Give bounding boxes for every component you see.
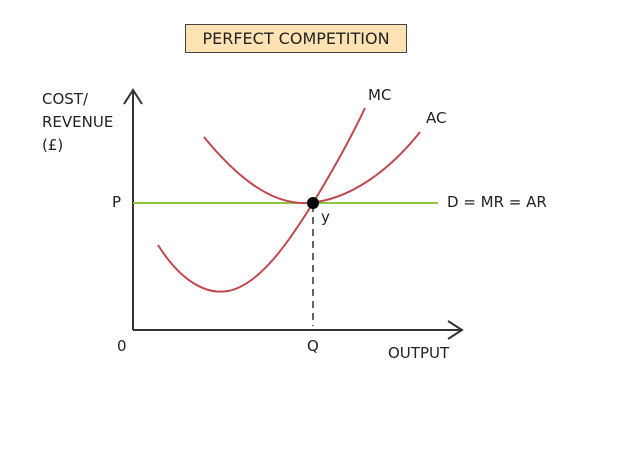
price-label: P: [112, 193, 122, 211]
y-label-line: REVENUE: [42, 113, 114, 131]
x-axis-label: OUTPUT: [388, 344, 450, 362]
y-axis: [123, 88, 143, 330]
y-label-line: (£): [42, 136, 64, 154]
demand-label: D = MR = AR: [447, 193, 547, 211]
mc-label: MC: [368, 86, 392, 104]
ac-curve: [203, 131, 421, 205]
ac-label: AC: [426, 109, 447, 127]
mc-curve: [157, 107, 366, 293]
y-axis-label: COST/ REVENUE (£): [42, 88, 113, 157]
point-label: y: [321, 208, 330, 226]
equilibrium-point: [307, 197, 319, 209]
x-axis: [133, 320, 464, 340]
y-label-line: COST/: [42, 90, 89, 108]
origin-label: 0: [117, 337, 127, 355]
quantity-label: Q: [307, 337, 319, 355]
diagram-title: PERFECT COMPETITION: [185, 24, 407, 53]
